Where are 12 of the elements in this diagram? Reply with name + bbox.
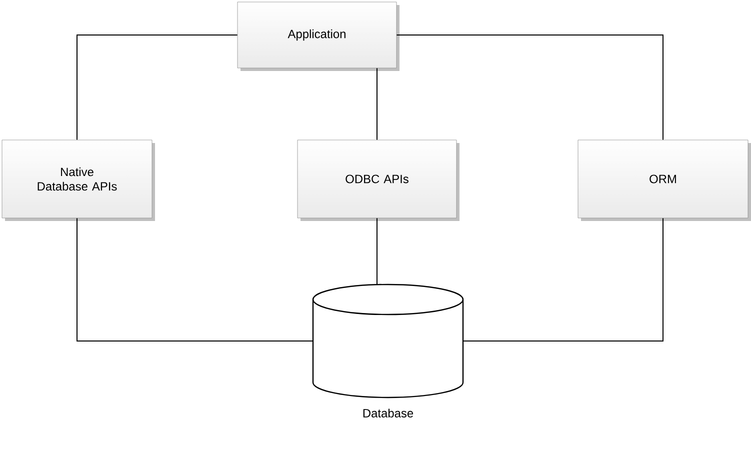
process-box: Native Database APIs — [2, 140, 155, 221]
connector-line — [376, 218, 378, 285]
process-box: ORM — [578, 140, 751, 221]
node-label: Database — [363, 408, 414, 418]
connector-line — [462, 218, 664, 342]
connector-line — [76, 34, 238, 140]
connector-line — [396, 34, 664, 140]
process-box: ODBC APIs — [297, 140, 460, 221]
process-box: Application — [237, 2, 400, 71]
connector-line — [76, 218, 314, 342]
connector-line — [376, 68, 378, 140]
database-cylinder: Database — [312, 284, 464, 418]
